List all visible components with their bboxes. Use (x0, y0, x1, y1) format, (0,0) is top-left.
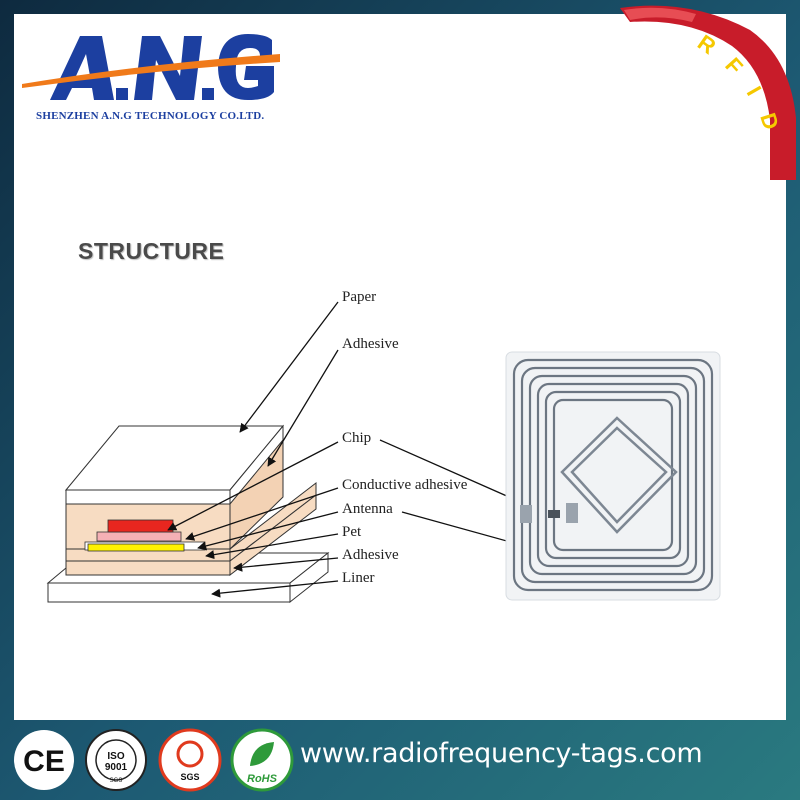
svg-text:SGS: SGS (110, 778, 123, 784)
ce-mark-icon: CE (14, 730, 74, 790)
antenna-arrow (197, 511, 339, 551)
label-paper: Paper (342, 289, 377, 305)
conductive-adhesive-layer (96, 531, 182, 542)
antenna-layer (87, 543, 185, 552)
liner-arrow (211, 580, 339, 598)
rfid-badge-letter: D (755, 110, 784, 133)
rfid-corner-badge: R F I D (620, 5, 796, 180)
rfid-inlay-photo (505, 351, 721, 601)
sgs-icon: SGS (158, 728, 222, 792)
label-adhesive-top: Adhesive (342, 336, 399, 352)
svg-text:SGS: SGS (180, 772, 199, 782)
chip-arrow (167, 441, 339, 531)
label-liner: Liner (342, 570, 375, 586)
adhesive-bottom-arrow (233, 557, 339, 572)
company-name: SHENZHEN A.N.G TECHNOLOGY CO.LTD. (36, 110, 265, 122)
label-pet: Pet (342, 524, 362, 540)
pet-arrow (205, 533, 339, 560)
label-chip: Chip (342, 430, 372, 446)
conductive-adhesive-arrow (185, 487, 339, 541)
adhesive-top-arrow (267, 349, 339, 467)
structure-heading: STRUCTURE (78, 238, 225, 264)
label-antenna: Antenna (342, 501, 393, 517)
rohs-icon: RoHS (230, 728, 294, 792)
svg-text:CE: CE (23, 745, 65, 778)
svg-text:ISO: ISO (107, 751, 124, 762)
svg-text:RoHS: RoHS (247, 773, 278, 785)
ang-logo (22, 34, 280, 100)
iso9001-icon: ISO 9001 SGS (85, 729, 147, 791)
website-url: www.radiofrequency-tags.com (300, 738, 703, 769)
chip-layer (107, 519, 174, 533)
label-adhesive-bottom: Adhesive (342, 547, 399, 563)
paper-arrow (239, 301, 339, 433)
label-conductive-adhesive: Conductive adhesive (342, 477, 468, 493)
svg-text:9001: 9001 (105, 762, 128, 773)
